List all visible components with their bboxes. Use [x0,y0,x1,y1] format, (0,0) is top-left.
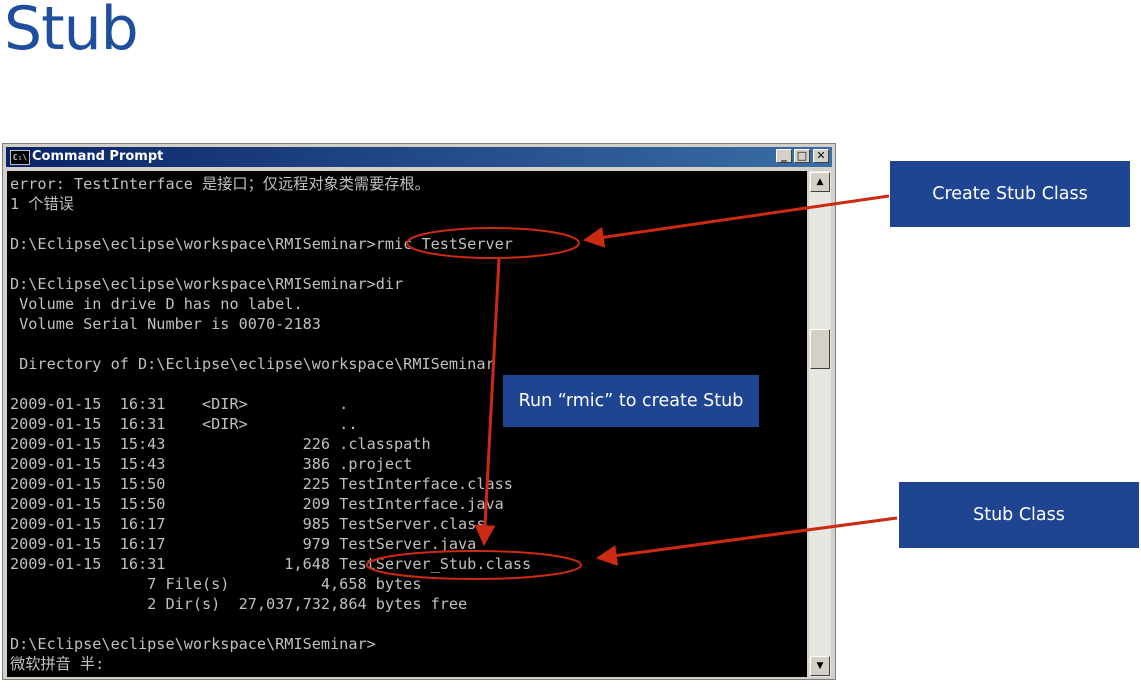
close-button[interactable]: ✕ [813,149,829,163]
console-line: 2009-01-15 15:50 225 TestInterface.class [10,475,513,493]
vertical-scrollbar[interactable]: ▲ ▼ [809,171,831,677]
console-line: 2009-01-15 16:31 <DIR> .. [10,415,358,433]
console-line: 2009-01-15 16:17 985 TestServer.class [10,515,486,533]
console-line: error: TestInterface 是接口；仅远程对象类需要存根。 [10,175,430,193]
stub-class-arrow [595,516,898,566]
window-titlebar[interactable]: C:\ Command Prompt _ □ ✕ [6,147,832,167]
console-line: 2009-01-15 16:31 <DIR> . [10,395,349,413]
console-line: D:\Eclipse\eclipse\workspace\RMISeminar>… [10,235,513,253]
console-line: 2009-01-15 15:43 386 .project [10,455,413,473]
cmd-app-icon: C:\ [10,150,30,165]
callout-create-stub: Create Stub Class [890,161,1130,227]
callout-run-rmic: Run “rmic” to create Stub [503,375,759,427]
console-line: Volume in drive D has no label. [10,295,303,313]
console-line: 2009-01-15 15:43 226 .classpath [10,435,431,453]
minimize-button[interactable]: _ [776,149,792,163]
stub-file-highlight [366,550,582,580]
console-line: D:\Eclipse\eclipse\workspace\RMISeminar> [10,635,376,653]
console-line: Directory of D:\Eclipse\eclipse\workspac… [10,355,495,373]
console-line: 2 Dir(s) 27,037,732,864 bytes free [10,595,468,613]
console-line: D:\Eclipse\eclipse\workspace\RMISeminar>… [10,275,404,293]
callout-stub-class: Stub Class [899,482,1139,548]
console-line: 1 个错误 [10,195,74,213]
console-line: 7 File(s) 4,658 bytes [10,575,422,593]
scroll-down-button[interactable]: ▼ [810,656,830,676]
rmic-command-highlight [406,227,580,259]
console-line: 2009-01-15 16:17 979 TestServer.java [10,535,477,553]
maximize-button[interactable]: □ [794,149,810,163]
console-line: 微软拼音 半: [10,655,105,673]
console-line: 2009-01-15 15:50 209 TestInterface.java [10,495,504,513]
create-stub-arrow [582,194,890,248]
console-line: 2009-01-15 16:31 1,648 TestServer_Stub.c… [10,555,532,573]
scroll-thumb[interactable] [810,329,830,369]
console-line: Volume Serial Number is 0070-2183 [10,315,321,333]
run-rmic-arrow [474,258,501,547]
slide-title: Stub [4,0,139,64]
window-title: Command Prompt [32,149,164,164]
scroll-up-button[interactable]: ▲ [810,172,830,192]
